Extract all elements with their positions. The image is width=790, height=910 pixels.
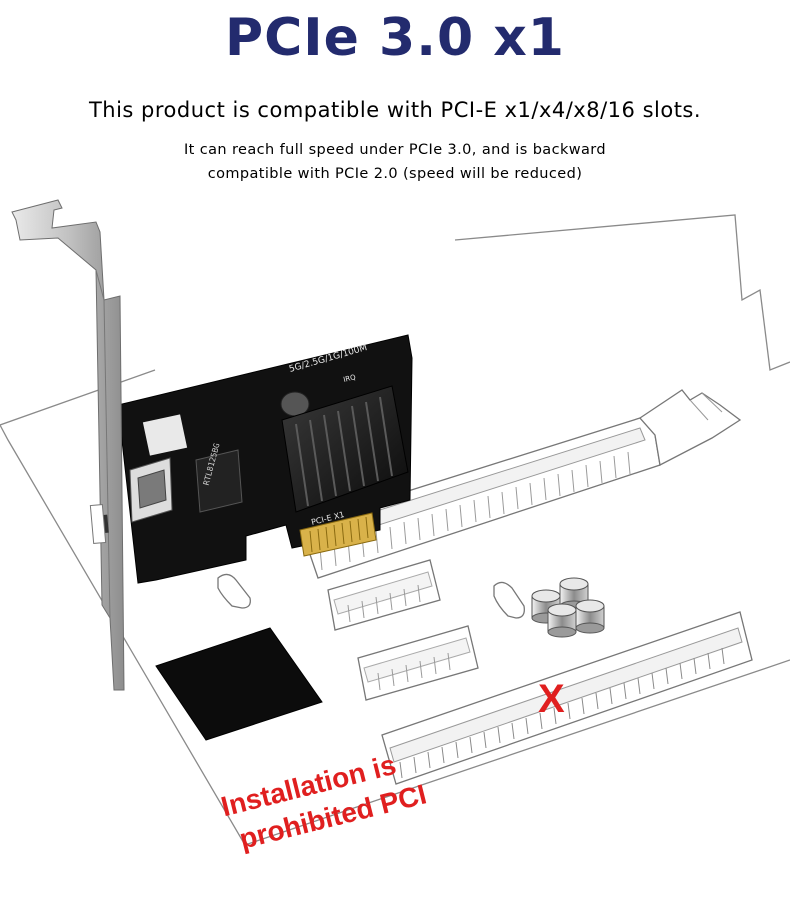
speed-note-line-2: compatible with PCIe 2.0 (speed will be … xyxy=(207,166,583,182)
pci-slot xyxy=(381,611,753,785)
pcie-x1-slot-upper xyxy=(327,559,441,631)
jumper-component xyxy=(217,573,251,609)
chipset-pad xyxy=(155,627,323,741)
speed-note: It can reach full speed under PCIe 3.0, … xyxy=(0,138,790,186)
inductor xyxy=(280,391,310,417)
gold-fingers xyxy=(299,512,377,557)
qr-label xyxy=(142,414,188,456)
pcie-x1-slot-lower xyxy=(357,625,479,701)
headline: PCIe 3.0 x1 xyxy=(225,8,565,68)
pcie-x16-slot xyxy=(299,389,742,579)
network-card: RTL8125BG 5G/2.5G/1G/100M PCI-E X1 IRQ xyxy=(117,334,413,584)
speed-note-line-1: It can reach full speed under PCIe 3.0, … xyxy=(183,142,607,158)
capacitors xyxy=(531,577,605,638)
prohibited-mark: X xyxy=(538,677,565,721)
jumper-component-2 xyxy=(493,581,525,619)
compatibility-subline: This product is compatible with PCI-E x1… xyxy=(88,98,702,122)
motherboard-outline xyxy=(0,214,790,846)
irq-label: IRQ xyxy=(343,373,357,384)
heatsink xyxy=(281,385,409,513)
pci-bracket xyxy=(11,199,125,691)
rj45-port xyxy=(129,457,173,523)
